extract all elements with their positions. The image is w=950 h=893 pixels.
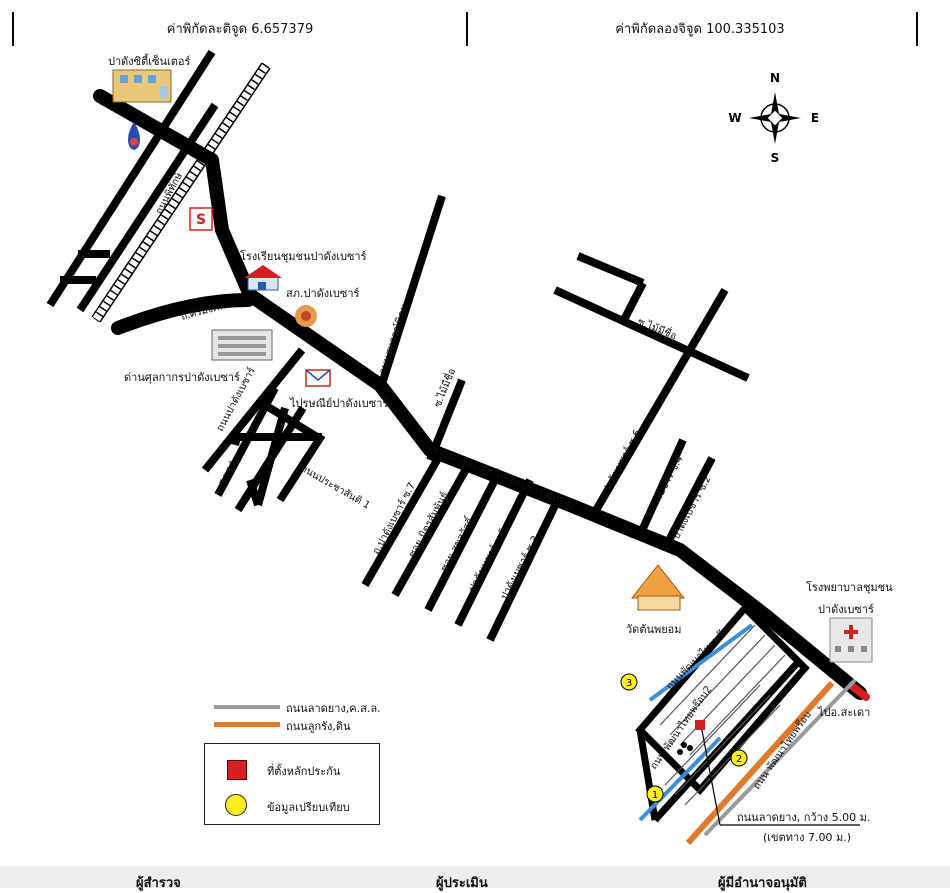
label-post: ไปรษณีย์ปาดังเบซาร์ <box>290 397 389 410</box>
hospital-icon <box>829 617 873 663</box>
blue-road-lower <box>638 736 722 822</box>
street-left-2 <box>76 102 219 313</box>
marker-3[interactable] <box>620 673 638 691</box>
svg-text:S: S <box>196 212 206 228</box>
legend-pin-icon <box>227 760 247 780</box>
road-label-prachasanti: ถนนประชาสันติ 1 <box>299 463 372 512</box>
label-customs: ด่านศุลกากรปาดังเบซาร์ <box>124 371 240 384</box>
header-divider-left <box>12 12 14 46</box>
road-label-soi-suk: ซอย สุขสวัสดิ์ <box>436 513 477 573</box>
police-icon <box>295 305 317 327</box>
temple-icon <box>630 564 686 611</box>
highway-end-marker <box>848 682 870 701</box>
label-police: สภ.ปาดังเบซาร์ <box>286 287 360 300</box>
road-label-padang4: ปาดังเบซาร์ ซ.4 <box>642 454 686 522</box>
sirimongkol-road <box>111 293 255 335</box>
footer-surveyor: ผู้สำรวจ <box>136 876 181 891</box>
label-hospital-1: โรงพยาบาลชุมชน <box>806 581 893 594</box>
marker-1-label: 1 <box>652 790 658 801</box>
road-label-highway: ถนนสายสะเดา-ปาดังเบซาร์(4054) <box>431 444 577 512</box>
label-to-sadao: ไปอ.สะเดา <box>818 706 871 719</box>
fuel-icon <box>128 122 140 150</box>
road-label-padang3: ปาดังเบซาร์ ซ.3 <box>498 534 542 602</box>
blue-road-upper <box>648 623 754 702</box>
customs-icon <box>211 329 273 361</box>
header-divider-right <box>916 12 918 46</box>
school-icon <box>244 265 282 291</box>
legend-info-icon <box>225 794 247 816</box>
railway <box>91 62 271 323</box>
label-road-reserve: (เขตทาง 7.00 ม.) <box>763 831 852 844</box>
streets <box>46 49 750 642</box>
footer-approver: ผู้มีอำนาจอนุมัติ <box>718 876 807 891</box>
compass-w: W <box>728 111 741 125</box>
coordinate-header: ค่าพิกัดละติจูด 6.657379 ค่าพิกัดลองจิจู… <box>0 0 950 50</box>
bank-icon: S <box>189 207 213 231</box>
collateral-pin[interactable] <box>695 720 705 730</box>
signature-footer <box>0 866 950 888</box>
legend-concrete-swatch <box>214 705 280 709</box>
subdivision-block <box>635 602 860 846</box>
marker-1[interactable] <box>646 785 664 803</box>
longitude-label: ค่าพิกัดลองจิจูด 100.335103 <box>615 22 785 37</box>
legend-box: ที่ตั้งหลักประกัน ข้อมูลเปรียบเทียบ <box>204 743 380 825</box>
legend-concrete-label: ถนนลาดยาง,ค.ส.ล. <box>286 702 381 715</box>
legend-info-label: ข้อมูลเปรียบเทียบ <box>267 801 350 814</box>
street-left-1 <box>46 49 216 308</box>
main-highway <box>93 89 867 700</box>
compass-icon <box>749 92 801 144</box>
street-national <box>376 194 446 392</box>
legend-laterite-swatch <box>214 722 280 727</box>
laterite-road <box>685 680 835 846</box>
marker-2-label: 2 <box>736 754 742 765</box>
main-roads <box>93 89 867 700</box>
road-label-national: ถนนสหกรณ์นิคม <box>376 303 410 376</box>
label-paved-road: ถนนลาดยาง, กว้าง 5.00 ม. <box>737 811 871 824</box>
post-icon <box>305 369 331 387</box>
label-city-center: ปาดังซิตี้เซ็นเตอร์ <box>108 55 191 68</box>
label-temple: วัดต้นพยอม <box>626 623 682 636</box>
road-label-padang5: ปาดังเบซาร์ ซ.5 <box>466 526 510 594</box>
label-hospital-2: ปาดังเบซาร์ <box>818 603 874 616</box>
marker-2[interactable] <box>730 749 748 767</box>
label-school: โรงเรียนชุมชนปาดังเบซาร์ <box>240 250 367 263</box>
footer-appraiser: ผู้ประเมิน <box>436 876 488 891</box>
road-label-padang6: ปาดังเบซาร์ ซ.6 <box>600 428 644 496</box>
road-label-padang2: ปาดังเบซาร์ ซ.2 <box>670 474 714 542</box>
legend-pin-label: ที่ตั้งหลักประกัน <box>267 765 341 778</box>
comparable-markers: 3 2 1 <box>620 673 748 803</box>
compass-n: N <box>770 71 780 85</box>
marker-3-label: 3 <box>626 678 632 689</box>
compass-s: S <box>771 151 780 165</box>
header-divider-middle <box>466 12 468 46</box>
compass-e: E <box>811 111 819 125</box>
latitude-label: ค่าพิกัดละติจูด 6.657379 <box>166 22 314 37</box>
building-icon <box>112 69 172 103</box>
legend-laterite-label: ถนนลูกรัง,ดิน <box>286 720 351 733</box>
